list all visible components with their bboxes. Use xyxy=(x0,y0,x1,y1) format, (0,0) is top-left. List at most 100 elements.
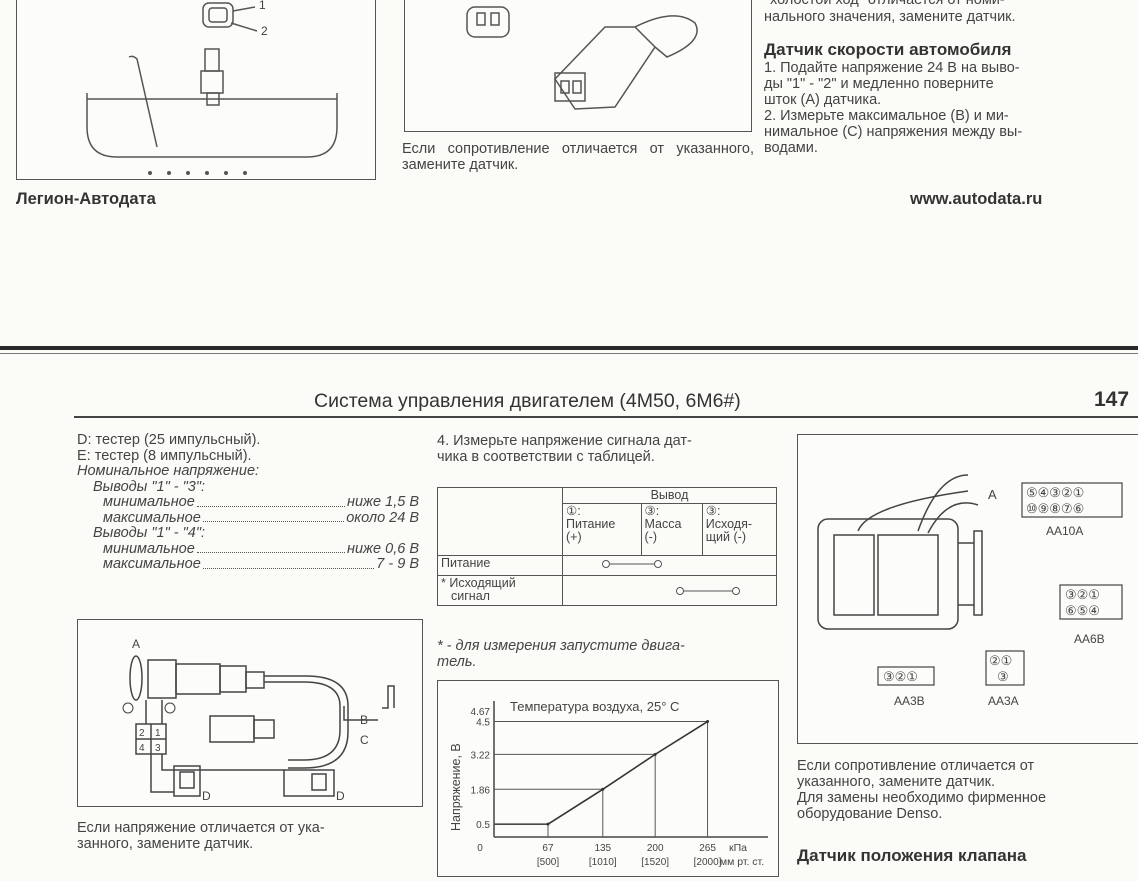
spec-value: 7 - 9 В xyxy=(376,556,419,572)
label-d2: D xyxy=(336,789,345,803)
website-link[interactable]: www.autodata.ru xyxy=(910,190,1043,208)
table-row-label: Питание xyxy=(437,555,563,576)
tester-e-line: Е: тестер (8 импульсный). xyxy=(77,447,252,464)
callout-2: 2 xyxy=(261,24,268,38)
step4-text: 4. Измерьте напряжение сигнала дат- чика… xyxy=(437,433,785,465)
series-line xyxy=(494,720,708,825)
label-d1: D xyxy=(202,789,211,803)
vss-line: 2. Измерьте максимальное (В) и ми- xyxy=(764,108,1009,124)
vss-line: ды "1" - "2" и медленно поверните xyxy=(764,76,994,92)
x-tick-label: 0 xyxy=(477,843,483,854)
x-tick-alt-label: [1010] xyxy=(589,857,617,868)
x-tick-alt-label: [500] xyxy=(537,857,559,868)
step4-line: 4. Измерьте напряжение сигнала дат- xyxy=(437,433,692,449)
spec-label: минимальное xyxy=(103,540,195,557)
x-tick-label: 200 xyxy=(647,843,664,854)
y-tick-label: 4.67 xyxy=(471,707,491,718)
pin-label: 2 xyxy=(139,728,145,739)
aa6b-top-pins: ③②① xyxy=(1065,587,1100,602)
caption-line: Если напряжение отличается от ука- xyxy=(77,820,325,836)
x-tick-label: 135 xyxy=(594,843,611,854)
spec-value: ниже 1,5 В xyxy=(347,494,419,510)
spec-label: минимальное xyxy=(103,494,195,510)
label-b: B xyxy=(360,713,368,727)
aa3a-bottom-pins: ③ xyxy=(997,669,1009,684)
continuity-mark xyxy=(602,560,662,568)
coolant-sensor-illustration: 1 2 xyxy=(86,0,338,175)
vss-text: 1. Подайте напряжение 24 В на выво- ды "… xyxy=(764,60,1116,156)
page-number: 147 xyxy=(1094,388,1130,411)
pins-1-4-label: Выводы "1" - "4": xyxy=(93,525,205,541)
connector-diagram: A ⑤④③②① ⑩⑨⑧⑦⑥ AA10A ③②① ⑥⑤④ AA6B ③②① AA3… xyxy=(797,434,1138,744)
label-a: A xyxy=(132,637,140,651)
y-axis-label: Напряжение, В xyxy=(449,743,463,831)
x-unit-label: кПа xyxy=(729,842,747,854)
pin-label: 3 xyxy=(155,743,161,754)
table-group-header: Вывод xyxy=(562,487,777,504)
header-rule xyxy=(74,416,1138,418)
data-point xyxy=(546,822,550,826)
continuity-mark xyxy=(676,587,740,595)
table-row-marks xyxy=(562,575,777,606)
aa3b-label: AA3B xyxy=(894,694,925,708)
aa10a-label: AA10A xyxy=(1046,524,1083,538)
voltage-table: Вывод ①:Питание(+) ③:Масса(-) ③:Исходя-щ… xyxy=(437,487,778,606)
x-tick-label: 265 xyxy=(699,843,716,854)
top-left-figure: 1 2 xyxy=(16,0,376,180)
connector-label-a: A xyxy=(988,487,997,502)
spec-row: максимальное около 24 В xyxy=(77,509,419,527)
spec-label: максимальное xyxy=(103,556,201,572)
y-tick-label: 1.86 xyxy=(471,785,491,796)
right-caption: Если сопротивление отличается от указанн… xyxy=(797,758,1138,822)
spec-row: максимальное 7 - 9 В xyxy=(77,556,419,573)
connector-illustration: A ⑤④③②① ⑩⑨⑧⑦⑥ AA10A ③②① ⑥⑤④ AA6B ③②① AA3… xyxy=(817,474,1123,708)
data-point xyxy=(706,720,710,724)
vss-line: шток (А) датчика. xyxy=(764,92,882,108)
sensor-test-diagram: A B C D D 2 1 4 3 xyxy=(77,619,423,807)
table-row-marks xyxy=(562,555,777,576)
aa6b-bottom-pins: ⑥⑤④ xyxy=(1065,603,1100,618)
valve-position-heading: Датчик положения клапана xyxy=(797,846,1027,865)
publisher-name: Легион-Автодата xyxy=(16,190,156,208)
spec-label: максимальное xyxy=(103,509,201,526)
y-tick-label: 4.5 xyxy=(476,718,490,729)
page-divider xyxy=(0,346,1138,350)
aa3b-pins: ③②① xyxy=(883,669,918,684)
left-column-text: D: тестер (25 импульсный). Е: тестер (8 … xyxy=(77,432,419,573)
step4-line: чика в соответствии с таблицей. xyxy=(437,449,655,465)
page-divider-thin xyxy=(0,353,1138,354)
aa10a-bottom-pins: ⑩⑨⑧⑦⑥ xyxy=(1026,501,1084,516)
table-corner xyxy=(437,487,563,556)
aa3a-top-pins: ②① xyxy=(989,653,1012,668)
caption-line: указанного, замените датчик. xyxy=(797,774,995,790)
pin-label: 1 xyxy=(155,728,161,739)
col-header: ①:Питание(+) xyxy=(562,503,642,556)
top-middle-caption: Если сопротивление отличается от указанн… xyxy=(402,141,754,173)
x-tick-alt-label: [2000] xyxy=(694,857,722,868)
vss-line: 1. Подайте напряжение 24 В на выво- xyxy=(764,60,1020,76)
aa10a-top-pins: ⑤④③②① xyxy=(1026,485,1084,500)
aa6b-label: AA6B xyxy=(1074,632,1105,646)
callout-1: 1 xyxy=(259,0,266,12)
nominal-voltage-label: Номинальное напряжение: xyxy=(77,463,260,479)
col-header: ③:Масса(-) xyxy=(640,503,703,556)
caption-line: занного, замените датчик. xyxy=(77,836,254,852)
x-unit-label: мм рт. ст. xyxy=(720,856,764,868)
x-tick-alt-label: [1520] xyxy=(641,857,669,868)
spec-row: минимальное ниже 1,5 В xyxy=(77,494,419,511)
caption-line: Если сопротивление отличается от xyxy=(797,758,1035,774)
x-tick-label: 67 xyxy=(542,843,554,854)
note-line: * - для измерения запустите двига- xyxy=(437,638,685,654)
left-caption: Если напряжение отличается от ука- занно… xyxy=(77,820,423,852)
spec-row: минимальное ниже 0,6 В xyxy=(77,540,419,558)
data-point xyxy=(601,787,605,791)
label-c: C xyxy=(360,733,369,747)
spec-value: ниже 0,6 В xyxy=(347,540,419,557)
y-tick-label: 0.5 xyxy=(476,820,490,831)
spec-value: около 24 В xyxy=(346,509,419,526)
caption-line: Для замены необходимо фирменное xyxy=(797,790,1047,806)
y-tick-label: 3.22 xyxy=(471,750,491,761)
tester-d-line: D: тестер (25 импульсный). xyxy=(77,432,261,448)
